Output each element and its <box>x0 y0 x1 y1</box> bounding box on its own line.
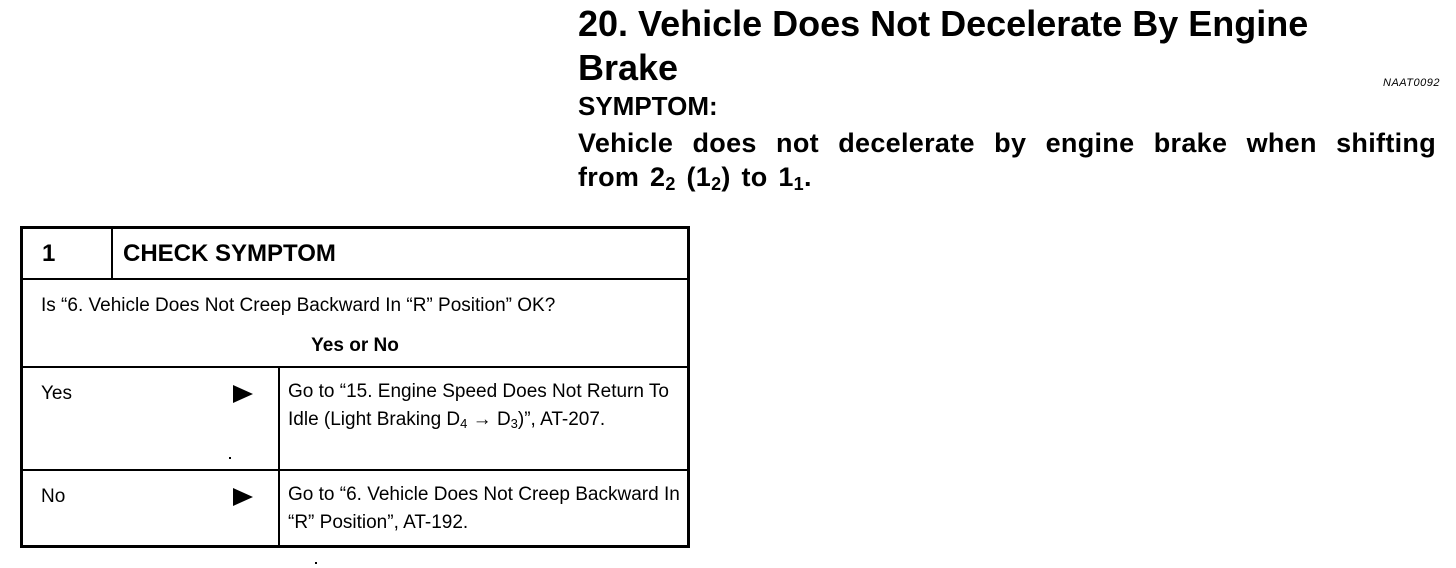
yes-action-part: Go to “15. Engine Speed Does Not Return … <box>288 381 669 430</box>
scan-speck <box>315 562 317 564</box>
yes-action-subscript: 4 <box>460 416 468 431</box>
question-row: Is “6. Vehicle Does Not Creep Backward I… <box>23 280 687 368</box>
yes-action-part: )”, AT-207. <box>517 409 606 430</box>
no-label: No <box>41 486 66 507</box>
question-text: Is “6. Vehicle Does Not Creep Backward I… <box>41 295 556 316</box>
symptom-subscript: 1 <box>793 174 804 194</box>
arrow-right-icon <box>233 385 253 403</box>
symptom-text-part: . <box>803 162 812 192</box>
column-divider <box>278 368 280 469</box>
section-title: 20. Vehicle Does Not Decelerate By Engin… <box>578 3 1309 88</box>
symptom-text-part: (1 <box>675 162 712 192</box>
yes-answer-row: Yes Go to “15. Engine Speed Does Not Ret… <box>23 368 687 471</box>
step-header-row: 1 CHECK SYMPTOM <box>23 229 687 280</box>
arrow-right-icon <box>233 488 253 506</box>
symptom-text-part: ) to 1 <box>721 162 794 192</box>
yes-action-part: → D <box>467 409 511 430</box>
yes-action-text: Go to “15. Engine Speed Does Not Return … <box>288 378 683 434</box>
answer-prompt: Yes or No <box>311 335 399 356</box>
symptom-subscript: 2 <box>711 174 722 194</box>
symptom-text-part: Vehicle does not decelerate by engine br… <box>578 128 1436 192</box>
yes-action-subscript: 3 <box>510 416 518 431</box>
symptom-heading: SYMPTOM: <box>578 91 718 121</box>
scan-speck <box>229 457 231 459</box>
no-action-text: Go to “6. Vehicle Does Not Creep Backwar… <box>288 484 680 533</box>
symptom-description: Vehicle does not decelerate by engine br… <box>578 126 1436 194</box>
step-number: 1 <box>23 229 113 278</box>
check-symptom-table: 1 CHECK SYMPTOM Is “6. Vehicle Does Not … <box>20 226 690 548</box>
yes-label: Yes <box>41 383 72 404</box>
reference-code: NAAT0092 <box>1383 77 1440 89</box>
step-title: CHECK SYMPTOM <box>123 240 336 267</box>
column-divider <box>278 471 280 545</box>
symptom-subscript: 2 <box>665 174 676 194</box>
no-answer-row: No Go to “6. Vehicle Does Not Creep Back… <box>23 471 687 545</box>
